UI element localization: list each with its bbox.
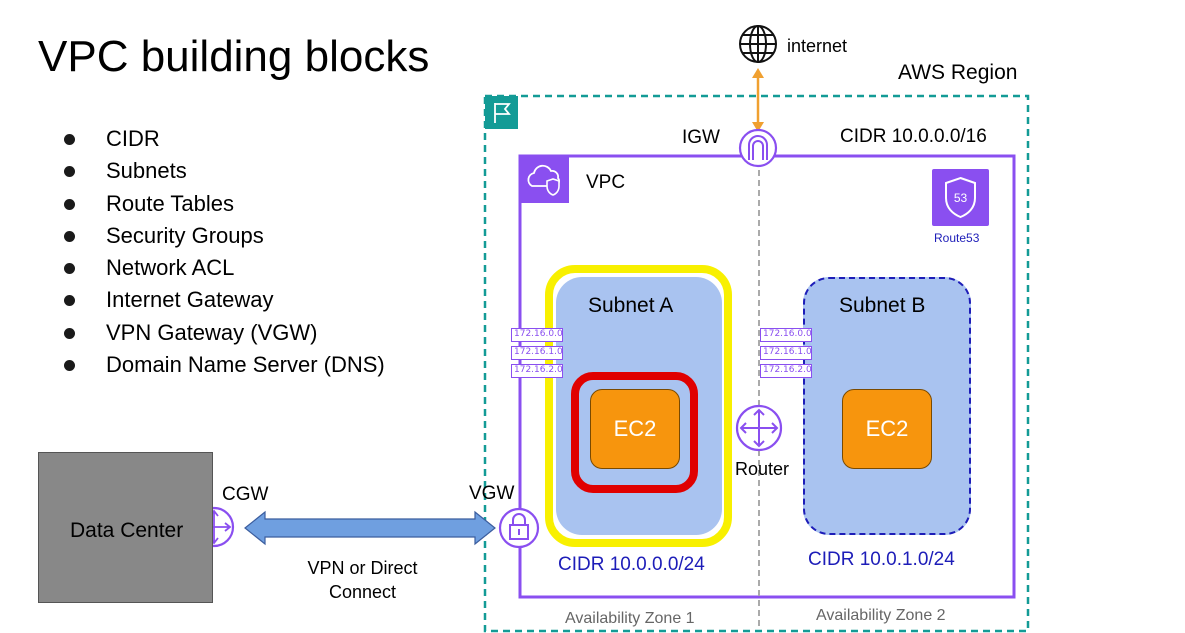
route-table-a-entry: 172.16.2.0: [511, 364, 563, 378]
vpc-cidr-label: CIDR 10.0.0.0/16: [840, 126, 987, 147]
router-label: Router: [735, 459, 790, 479]
globe-icon: [739, 25, 777, 63]
list-item: Security Groups: [62, 221, 385, 253]
list-item: CIDR: [62, 124, 385, 156]
ec2-instance-b: EC2: [842, 389, 932, 469]
region-flag-icon: [485, 96, 518, 129]
route-table-b-entry: 172.16.0.0: [760, 328, 812, 342]
internet-label: internet: [787, 36, 848, 56]
list-item: Internet Gateway: [62, 285, 385, 317]
subnet-a-highlight: [545, 265, 732, 547]
connection-label-line2: Connect: [328, 582, 397, 602]
route53-shield-icon: 53: [932, 169, 989, 226]
list-item: VPN Gateway (VGW): [62, 318, 385, 350]
vgw-lock-icon: [498, 507, 540, 549]
subnet-b-cidr: CIDR 10.0.1.0/24: [808, 549, 955, 570]
vpc-label: VPC: [586, 172, 626, 193]
vgw-label: VGW: [469, 483, 515, 504]
route-table-a-entry: 172.16.0.0: [511, 328, 563, 342]
list-item: Subnets: [62, 156, 385, 188]
vpc-cloud-icon: [520, 156, 569, 203]
subnet-a-cidr: CIDR 10.0.0.0/24: [558, 554, 705, 575]
internet-arrow: [752, 68, 764, 132]
vpn-connection-arrow: [244, 510, 496, 546]
aws-region-label: AWS Region: [898, 61, 1018, 84]
svg-text:53: 53: [954, 191, 968, 205]
igw-label: IGW: [682, 127, 720, 148]
availability-zone-2-label: Availability Zone 2: [816, 607, 946, 624]
route-table-a-entry: 172.16.1.0: [511, 346, 563, 360]
route-table-b-entry: 172.16.1.0: [760, 346, 812, 360]
data-center-label: Data Center: [70, 519, 184, 542]
route53-label: Route53: [934, 231, 980, 245]
list-item: Domain Name Server (DNS): [62, 350, 385, 382]
cgw-label: CGW: [222, 484, 269, 505]
page-title: VPC building blocks: [38, 32, 430, 81]
connection-label: VPN or Direct Connect: [290, 556, 435, 604]
building-blocks-list: CIDR Subnets Route Tables Security Group…: [62, 124, 385, 382]
list-item: Route Tables: [62, 189, 385, 221]
subnet-a-label: Subnet A: [588, 294, 674, 317]
security-group-highlight: [571, 372, 698, 493]
availability-zone-1-label: Availability Zone 1: [565, 610, 695, 627]
aws-region-border: [483, 94, 1030, 633]
igw-icon: [738, 128, 778, 168]
ec2-instance-a: EC2: [590, 389, 680, 469]
subnet-b-label: Subnet B: [839, 294, 926, 317]
router-icon: [735, 404, 783, 452]
list-item: Network ACL: [62, 253, 385, 285]
connection-label-line1: VPN or Direct: [307, 558, 418, 578]
data-center-box: Data Center: [38, 452, 213, 603]
route-table-b-entry: 172.16.2.0: [760, 364, 812, 378]
